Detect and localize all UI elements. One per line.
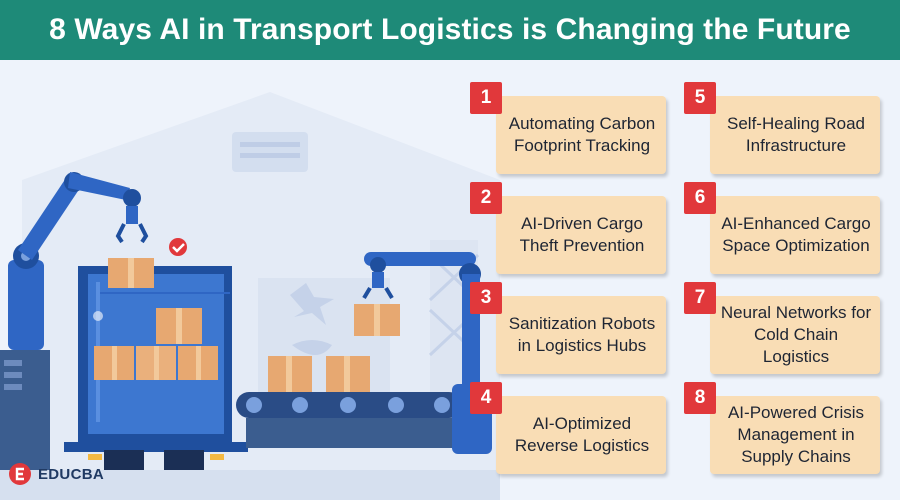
item-text: AI-Enhanced Cargo Space Optimization <box>721 214 871 255</box>
list-item: Automating Carbon Footprint Tracking <box>496 96 666 174</box>
logo-text: EDUCBA <box>38 465 104 483</box>
item-text: Self-Healing Road Infrastructure <box>727 114 865 155</box>
item-text: Neural Networks for Cold Chain Logistics <box>720 303 872 366</box>
list-item: Self-Healing Road Infrastructure <box>710 96 880 174</box>
brand-logo: EDUCBA <box>8 462 104 486</box>
item-number-badge: 3 <box>470 282 502 314</box>
item-number-badge: 4 <box>470 382 502 414</box>
item-number-badge: 1 <box>470 82 502 114</box>
list-item: AI-Driven Cargo Theft Prevention <box>496 196 666 274</box>
page-title: 8 Ways AI in Transport Logistics is Chan… <box>49 13 851 46</box>
item-number-badge: 7 <box>684 282 716 314</box>
item-number-badge: 6 <box>684 182 716 214</box>
robotic-arm-icon <box>8 172 149 350</box>
item-text: AI-Optimized Reverse Logistics <box>514 414 650 455</box>
educba-logo-icon <box>9 463 31 485</box>
list-item: AI-Enhanced Cargo Space Optimization <box>710 196 880 274</box>
item-number-badge: 2 <box>470 182 502 214</box>
item-number-badge: 8 <box>684 382 716 414</box>
list-item: Sanitization Robots in Logistics Hubs <box>496 296 666 374</box>
list-item: AI-Powered Crisis Management in Supply C… <box>710 396 880 474</box>
logistics-illustration <box>0 60 500 500</box>
checkmark-badge-icon <box>169 238 187 256</box>
item-text: Automating Carbon Footprint Tracking <box>508 114 656 155</box>
list-item: Neural Networks for Cold Chain Logistics <box>710 296 880 374</box>
item-text: Sanitization Robots in Logistics Hubs <box>508 314 656 355</box>
list-item: AI-Optimized Reverse Logistics <box>496 396 666 474</box>
item-number-badge: 5 <box>684 82 716 114</box>
conveyor-belt-icon <box>236 356 462 448</box>
item-text: AI-Powered Crisis Management in Supply C… <box>727 403 865 466</box>
item-text: AI-Driven Cargo Theft Prevention <box>519 214 645 255</box>
cardboard-box-icon <box>94 258 218 380</box>
header-banner: 8 Ways AI in Transport Logistics is Chan… <box>0 0 900 60</box>
